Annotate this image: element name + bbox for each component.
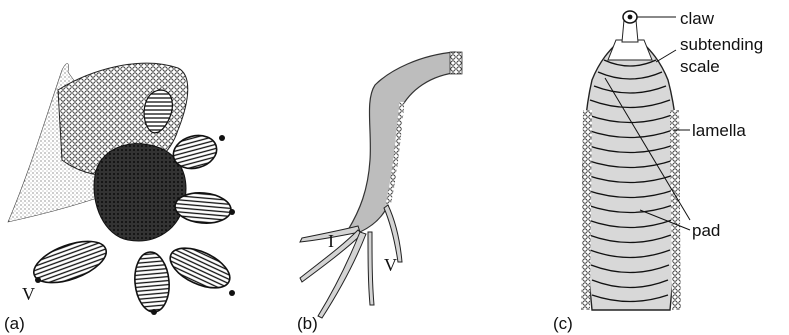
panel-a-palm [94, 144, 186, 241]
panel-c-lamella-label: lamella [692, 121, 746, 140]
panel-c-subtending-label: subtending [680, 35, 763, 54]
panel-b-label: (b) [297, 314, 318, 333]
panel-a-illustration [8, 63, 236, 315]
panel-b-leg-end [450, 52, 462, 74]
panel-b-digit-label-i: I [328, 231, 334, 251]
panel-b-digit-label-v: V [384, 255, 397, 275]
panel-a-digit-pad [132, 251, 171, 314]
panel-a-digit-label-v: V [22, 284, 35, 304]
panel-a-digit-pad [164, 240, 236, 296]
panel-b-illustration [300, 52, 462, 318]
panel-c-label: (c) [553, 314, 573, 333]
panel-c-pad-label: pad [692, 221, 720, 240]
panel-a-label: (a) [4, 314, 25, 333]
panel-c-scale-label: scale [680, 57, 720, 76]
panel-b-leg [348, 52, 460, 232]
panel-c-claw-label: claw [680, 9, 715, 28]
panel-c-illustration [581, 11, 690, 310]
panel-a-digit-pad [174, 191, 232, 226]
panel-c-digit-outline [583, 42, 679, 310]
panel-a-digit-pad [28, 233, 111, 291]
panel-c-subtending-scale [608, 40, 652, 60]
